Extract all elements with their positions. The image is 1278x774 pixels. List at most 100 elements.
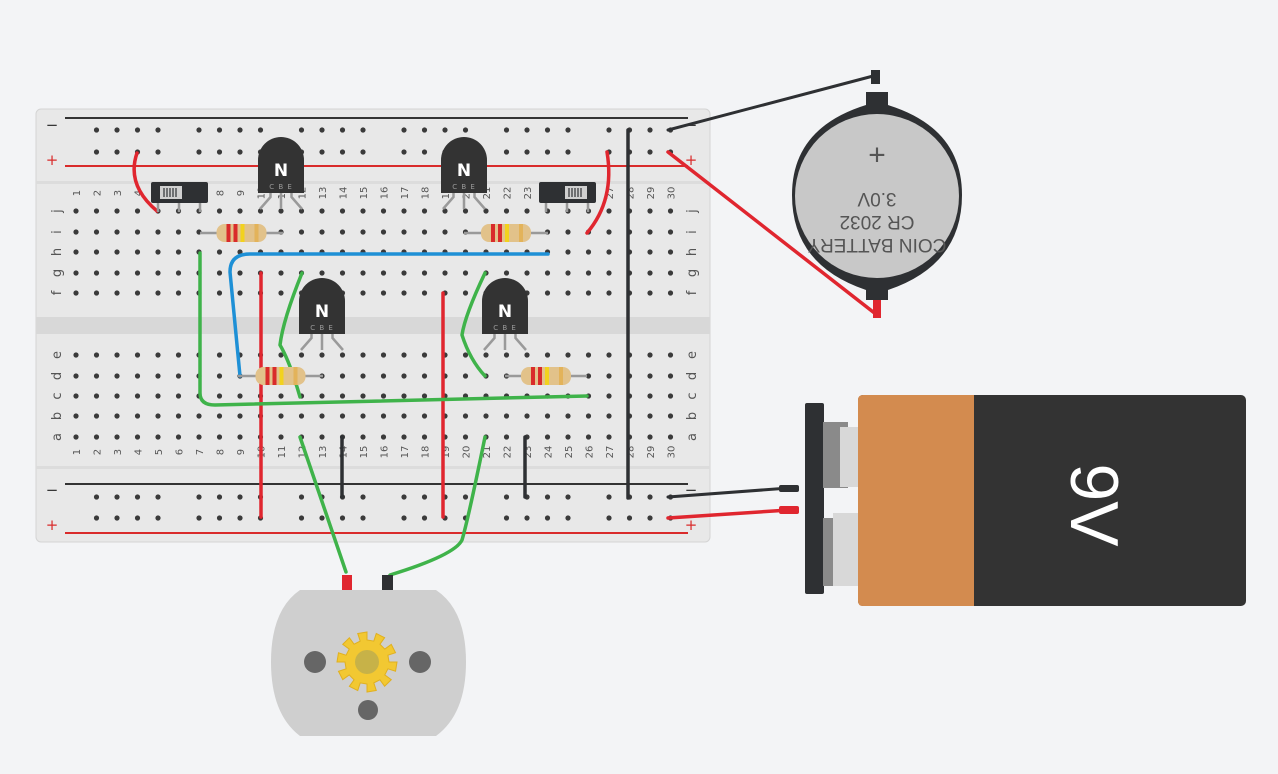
breadboard-hole[interactable] [544,149,551,155]
breadboard-hole[interactable] [421,352,428,358]
breadboard-hole[interactable] [647,127,653,133]
breadboard-hole[interactable] [175,290,182,296]
breadboard-hole[interactable] [134,515,141,521]
breadboard-hole[interactable] [667,373,674,379]
breadboard-hole[interactable] [442,127,448,133]
breadboard-hole[interactable] [503,208,510,214]
breadboard-hole[interactable] [380,434,387,440]
blue-wire[interactable] [228,252,550,378]
dc-motor[interactable] [271,575,466,736]
coin-battery-red-wire[interactable] [666,150,879,317]
breadboard-hole[interactable] [278,290,284,296]
breadboard-hole[interactable] [647,494,653,500]
battery-red-wire[interactable] [666,508,791,520]
breadboard-hole[interactable] [93,270,100,276]
breadboard-hole[interactable] [339,413,346,419]
breadboard-hole[interactable] [155,290,161,296]
resistor-4[interactable] [505,367,587,385]
breadboard-hole[interactable] [134,413,141,419]
breadboard-hole[interactable] [647,413,653,419]
breadboard-hole[interactable] [278,413,284,419]
breadboard-hole[interactable] [257,208,264,214]
breadboard-hole[interactable] [175,393,182,399]
breadboard-hole[interactable] [503,149,510,155]
breadboard-hole[interactable] [544,413,551,419]
breadboard-hole[interactable] [114,290,120,296]
breadboard-hole[interactable] [462,270,469,276]
breadboard-hole[interactable] [401,352,407,358]
breadboard-hole[interactable] [647,352,653,358]
breadboard-hole[interactable] [360,352,366,358]
breadboard-hole[interactable] [278,208,284,214]
breadboard-hole[interactable] [360,149,366,155]
breadboard-hole[interactable] [421,515,428,521]
breadboard-hole[interactable] [319,208,325,214]
breadboard-hole[interactable] [647,393,653,399]
breadboard-hole[interactable] [155,127,161,133]
breadboard-hole[interactable] [360,494,366,500]
breadboard-hole[interactable] [257,127,264,133]
breadboard-hole[interactable] [401,208,407,214]
breadboard-hole[interactable] [360,229,366,235]
breadboard-hole[interactable] [134,229,141,235]
breadboard-hole[interactable] [380,208,387,214]
red-wire-switch1[interactable] [132,151,159,213]
breadboard-hole[interactable] [503,494,510,500]
breadboard-hole[interactable] [585,270,592,276]
resistor-1[interactable] [200,224,283,242]
breadboard-hole[interactable] [196,494,202,500]
breadboard-hole[interactable] [503,352,510,358]
breadboard-hole[interactable] [462,127,469,133]
breadboard-hole[interactable] [606,229,612,235]
npn-transistor[interactable]: NC B E [482,278,528,351]
breadboard-hole[interactable] [134,208,141,214]
npn-transistor[interactable]: NC B E [441,137,487,210]
breadboard-hole[interactable] [114,270,120,276]
breadboard-hole[interactable] [606,208,612,214]
breadboard-hole[interactable] [319,270,325,276]
slide-switch-1[interactable] [151,182,208,212]
breadboard-hole[interactable] [442,270,448,276]
breadboard-hole[interactable] [647,434,653,440]
breadboard-hole[interactable] [134,494,141,500]
breadboard-hole[interactable] [93,208,100,214]
breadboard-hole[interactable] [134,373,141,379]
breadboard-hole[interactable] [114,373,120,379]
breadboard-hole[interactable] [503,434,510,440]
breadboard-hole[interactable] [237,494,243,500]
breadboard-hole[interactable] [134,290,141,296]
breadboard-hole[interactable] [647,149,653,155]
breadboard-hole[interactable] [114,434,120,440]
breadboard-hole[interactable] [319,413,325,419]
breadboard-hole[interactable] [237,515,243,521]
breadboard-hole[interactable] [606,515,612,521]
breadboard-hole[interactable] [544,515,551,521]
breadboard-hole[interactable] [196,127,202,133]
breadboard-hole[interactable] [667,393,674,399]
breadboard-hole[interactable] [339,208,346,214]
breadboard-hole[interactable] [319,393,325,399]
breadboard-hole[interactable] [462,352,469,358]
breadboard-hole[interactable] [237,270,243,276]
breadboard-hole[interactable] [134,352,141,358]
breadboard-hole[interactable] [73,290,79,296]
breadboard-hole[interactable] [278,352,284,358]
breadboard-hole[interactable] [134,249,141,255]
breadboard-hole[interactable] [421,413,428,419]
breadboard-hole[interactable] [93,494,100,500]
breadboard-hole[interactable] [667,270,674,276]
breadboard-hole[interactable] [380,352,387,358]
breadboard-hole[interactable] [114,149,120,155]
breadboard-hole[interactable] [503,413,510,419]
breadboard-hole[interactable] [237,413,243,419]
breadboard-hole[interactable] [278,393,284,399]
breadboard-hole[interactable] [524,515,530,521]
breadboard-hole[interactable] [339,270,346,276]
breadboard-hole[interactable] [401,229,407,235]
breadboard-hole[interactable] [73,249,79,255]
green-wire-loop2[interactable] [460,271,487,378]
green-wire-motor2[interactable] [388,435,487,577]
breadboard-hole[interactable] [155,393,161,399]
breadboard-hole[interactable] [339,515,346,521]
breadboard-hole[interactable] [73,208,79,214]
